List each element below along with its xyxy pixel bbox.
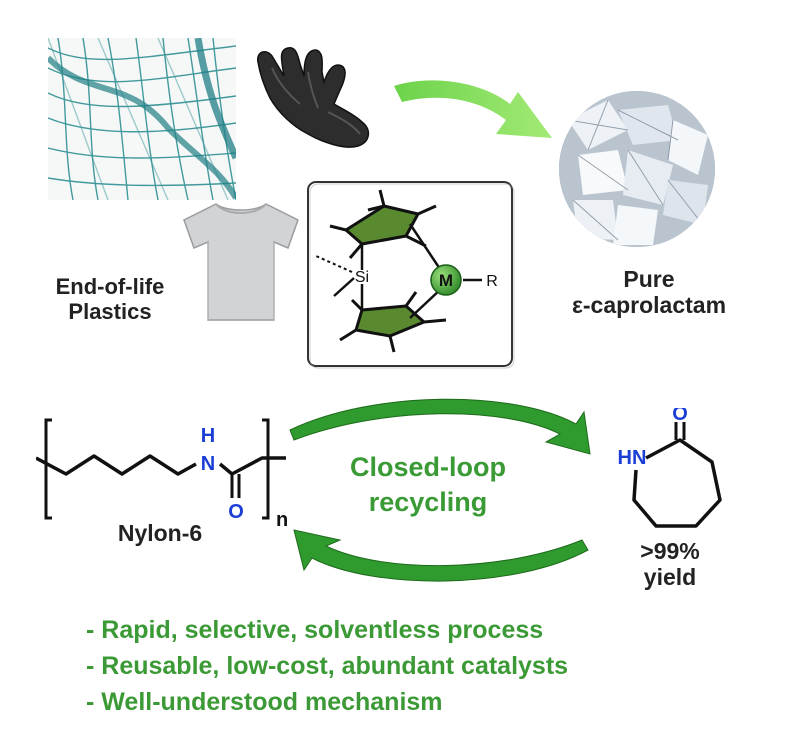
feature-bullet-1: - Rapid, selective, solventless process (86, 616, 544, 644)
metal-atom-label: M (439, 271, 453, 290)
closed-loop-arrows (289, 398, 591, 582)
end-of-life-line1: End-of-life (55, 274, 165, 299)
yield-label: >99% yield (610, 538, 730, 591)
fishing-net-icon (48, 38, 236, 200)
end-of-life-plastics-label: End-of-life Plastics (36, 274, 184, 325)
nylon-hydrogen-label: H (201, 425, 215, 447)
polymer-subscript-n: n (276, 509, 288, 531)
nylon-6-structure: N H O n (36, 418, 288, 531)
pure-line1: Pure (623, 266, 675, 292)
nylon-oxygen-label: O (228, 501, 244, 523)
pure-caprolactam-label: Pure ε-caprolactam (564, 266, 734, 319)
t-shirt-icon (183, 203, 299, 321)
feature-bullet-3: - Well-understood mechanism (86, 688, 443, 716)
yield-line2: yield (643, 564, 697, 591)
silicon-atom-label: Si (355, 269, 369, 286)
closed-loop-recycling-label: Closed-loop recycling (318, 450, 538, 520)
ligand-label: R (486, 273, 498, 290)
pure-line2: ε-caprolactam (571, 292, 727, 319)
nylon-nitrogen-label: N (201, 453, 215, 475)
nylon-6-label: Nylon-6 (117, 520, 203, 546)
yield-line1: >99% (640, 538, 700, 564)
glove-icon (257, 47, 370, 148)
closed-loop-line1: Closed-loop (350, 452, 506, 482)
caprolactam-nh-label: HN (618, 447, 647, 469)
caprolactam-oxygen-label: O (672, 408, 688, 425)
caprolactam-crystals-icon (559, 91, 715, 247)
feature-list: - Rapid, selective, solventless process … (86, 612, 568, 720)
caprolactam-structure: O HN (618, 408, 722, 528)
green-arrow-top (394, 80, 552, 138)
closed-loop-line2: recycling (368, 487, 488, 518)
feature-bullet-2: - Reusable, low-cost, abundant catalysts (86, 652, 569, 680)
catalyst-structure: Si M R (307, 181, 515, 369)
end-of-life-line2: Plastics (68, 299, 152, 325)
